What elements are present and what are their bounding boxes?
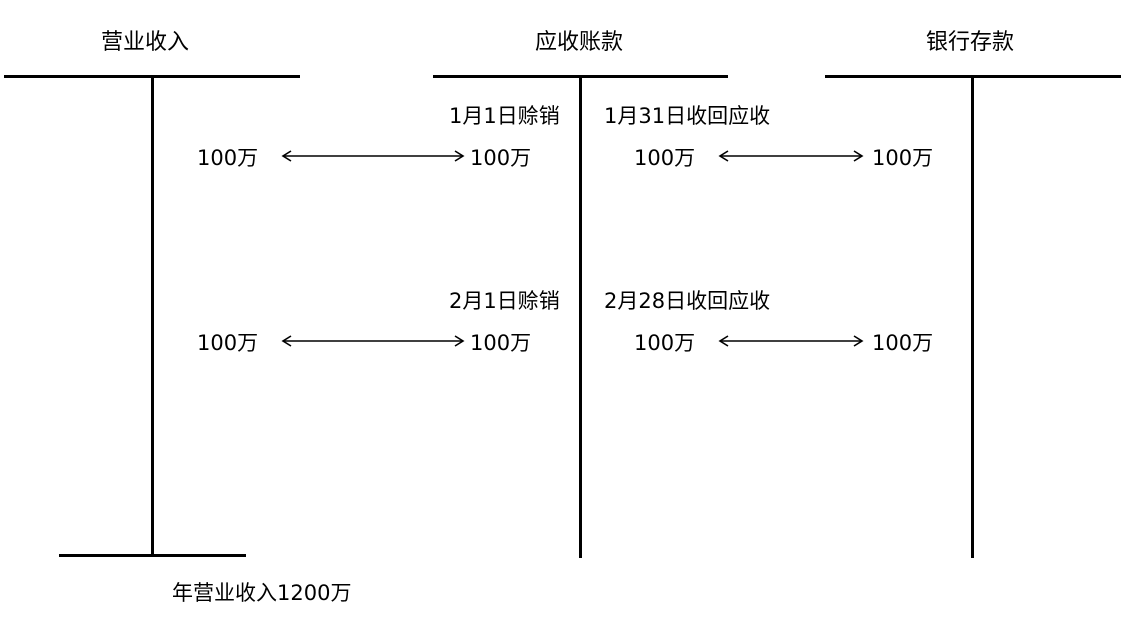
entry-2-revenue-ar-arrow bbox=[281, 335, 465, 347]
entry-2-ar-debit-amount: 100万 bbox=[470, 331, 532, 355]
revenue-account-bottom-line bbox=[59, 554, 246, 557]
entry-1-ar-debit-amount: 100万 bbox=[470, 146, 532, 170]
account-title-bank: 银行存款 bbox=[926, 30, 1015, 55]
entry-2-bank-amount: 100万 bbox=[872, 331, 934, 355]
entry-1-bank-date-label: 1月31日收回应收 bbox=[604, 104, 771, 128]
entry-1-ar-credit-amount: 100万 bbox=[634, 146, 696, 170]
entry-1-bank-amount: 100万 bbox=[872, 146, 934, 170]
entry-2-revenue-amount: 100万 bbox=[197, 331, 259, 355]
entry-2-bank-date-label: 2月28日收回应收 bbox=[604, 289, 771, 313]
bank-account-top-line bbox=[825, 75, 1121, 78]
entry-2-ar-bank-arrow bbox=[718, 335, 864, 347]
annual-revenue-summary: 年营业收入1200万 bbox=[172, 581, 352, 605]
account-title-revenue: 营业收入 bbox=[101, 30, 190, 55]
bank-account-divider bbox=[971, 77, 974, 558]
entry-2-ar-date-label: 2月1日赊销 bbox=[449, 289, 560, 313]
entry-1-ar-date-label: 1月1日赊销 bbox=[449, 104, 560, 128]
entry-1-revenue-ar-arrow bbox=[281, 150, 465, 162]
receivables-account-top-line bbox=[433, 75, 728, 78]
entry-1-revenue-amount: 100万 bbox=[197, 146, 259, 170]
entry-1-ar-bank-arrow bbox=[718, 150, 864, 162]
account-title-receivables: 应收账款 bbox=[535, 30, 624, 55]
revenue-account-divider bbox=[151, 77, 154, 556]
entry-2-ar-credit-amount: 100万 bbox=[634, 331, 696, 355]
revenue-account-top-line bbox=[4, 75, 300, 78]
receivables-account-divider bbox=[579, 77, 582, 558]
